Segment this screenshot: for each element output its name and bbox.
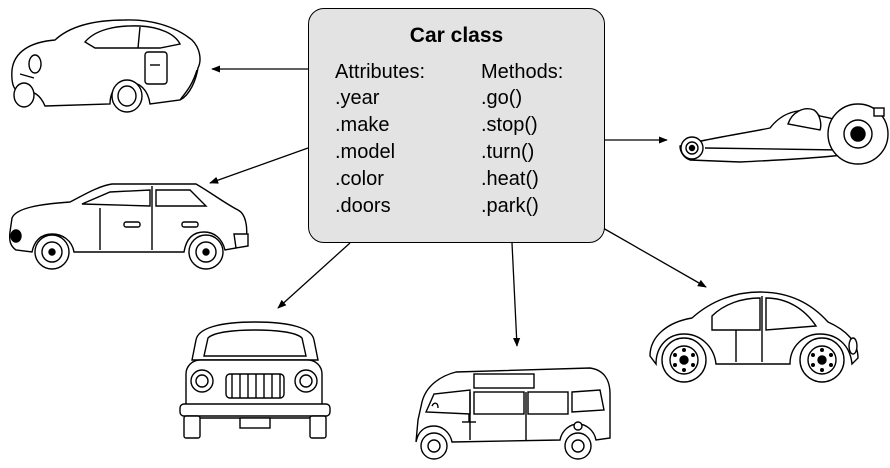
method-item: .turn() [481, 141, 535, 163]
method-item: .go() [481, 87, 523, 109]
attributes-label: Attributes: [335, 61, 426, 83]
dragster-icon [679, 103, 889, 165]
mini-cooper-icon [179, 321, 331, 439]
attribute-item: .color [335, 168, 384, 190]
methods-column: Methods: .go() .stop() .turn() .heat() .… [481, 59, 563, 220]
attribute-item: .doors [335, 195, 391, 217]
attribute-item: .model [335, 141, 396, 163]
attributes-column: Attributes: .year .make .model .color .d… [335, 59, 425, 220]
arrow-to-bus [511, 242, 521, 347]
sports-coupe-icon [11, 19, 201, 113]
arrow-to-hatchback [209, 147, 309, 184]
attribute-item: .make [335, 114, 390, 136]
method-item: .park() [481, 195, 539, 217]
car-class-box: Car class Attributes: .year .make .model… [308, 8, 605, 243]
class-title: Car class [409, 24, 504, 47]
method-item: .heat() [481, 168, 539, 190]
vw-bus-icon [415, 367, 611, 460]
attribute-item: .year [335, 87, 380, 109]
vw-beetle-icon [649, 291, 859, 383]
hatchback-sedan-icon [8, 183, 249, 270]
methods-label: Methods: [481, 61, 564, 83]
arrow-to-beetle [602, 227, 707, 288]
method-item: .stop() [481, 114, 538, 136]
arrow-to-mini [277, 242, 351, 309]
